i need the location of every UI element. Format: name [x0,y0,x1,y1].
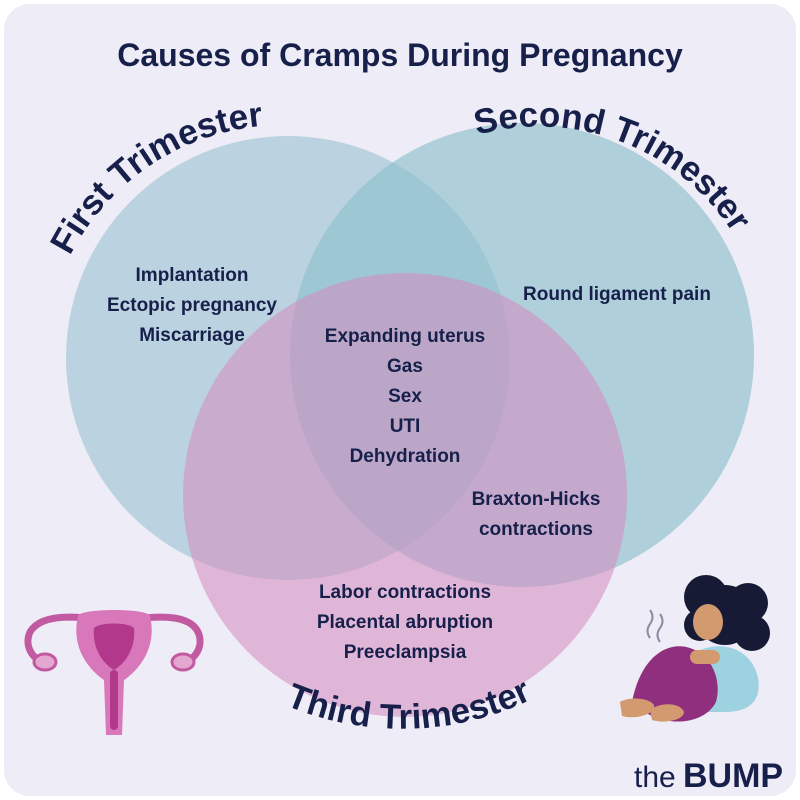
all-trimesters-item: Dehydration [350,446,461,467]
sitting-woman-illustration [620,575,770,722]
brand-prefix: the [634,761,676,794]
uterus-icon [24,610,204,735]
third-trimester-item: Placental abruption [317,612,493,633]
all-trimesters-item: Gas [387,356,423,377]
second-trimester-item: Round ligament pain [523,284,711,305]
brand-name: BUMP [683,757,783,795]
brand-logo: the BUMP [634,757,783,795]
all-trimesters-item: Expanding uterus [325,326,485,347]
second-third-item: Braxton-Hicks [472,489,601,510]
all-trimesters-item: UTI [390,416,421,437]
page-title: Causes of Cramps During Pregnancy [117,37,683,73]
second-third-item: contractions [479,519,593,540]
third-trimester-item: Preeclampsia [344,642,467,663]
all-trimesters-item: Sex [388,386,422,407]
first-trimester-item: Implantation [136,265,249,286]
circle-third-trimester [183,273,627,717]
first-trimester-item: Miscarriage [139,325,245,346]
third-trimester-item: Labor contractions [319,582,491,603]
first-trimester-item: Ectopic pregnancy [107,295,277,316]
